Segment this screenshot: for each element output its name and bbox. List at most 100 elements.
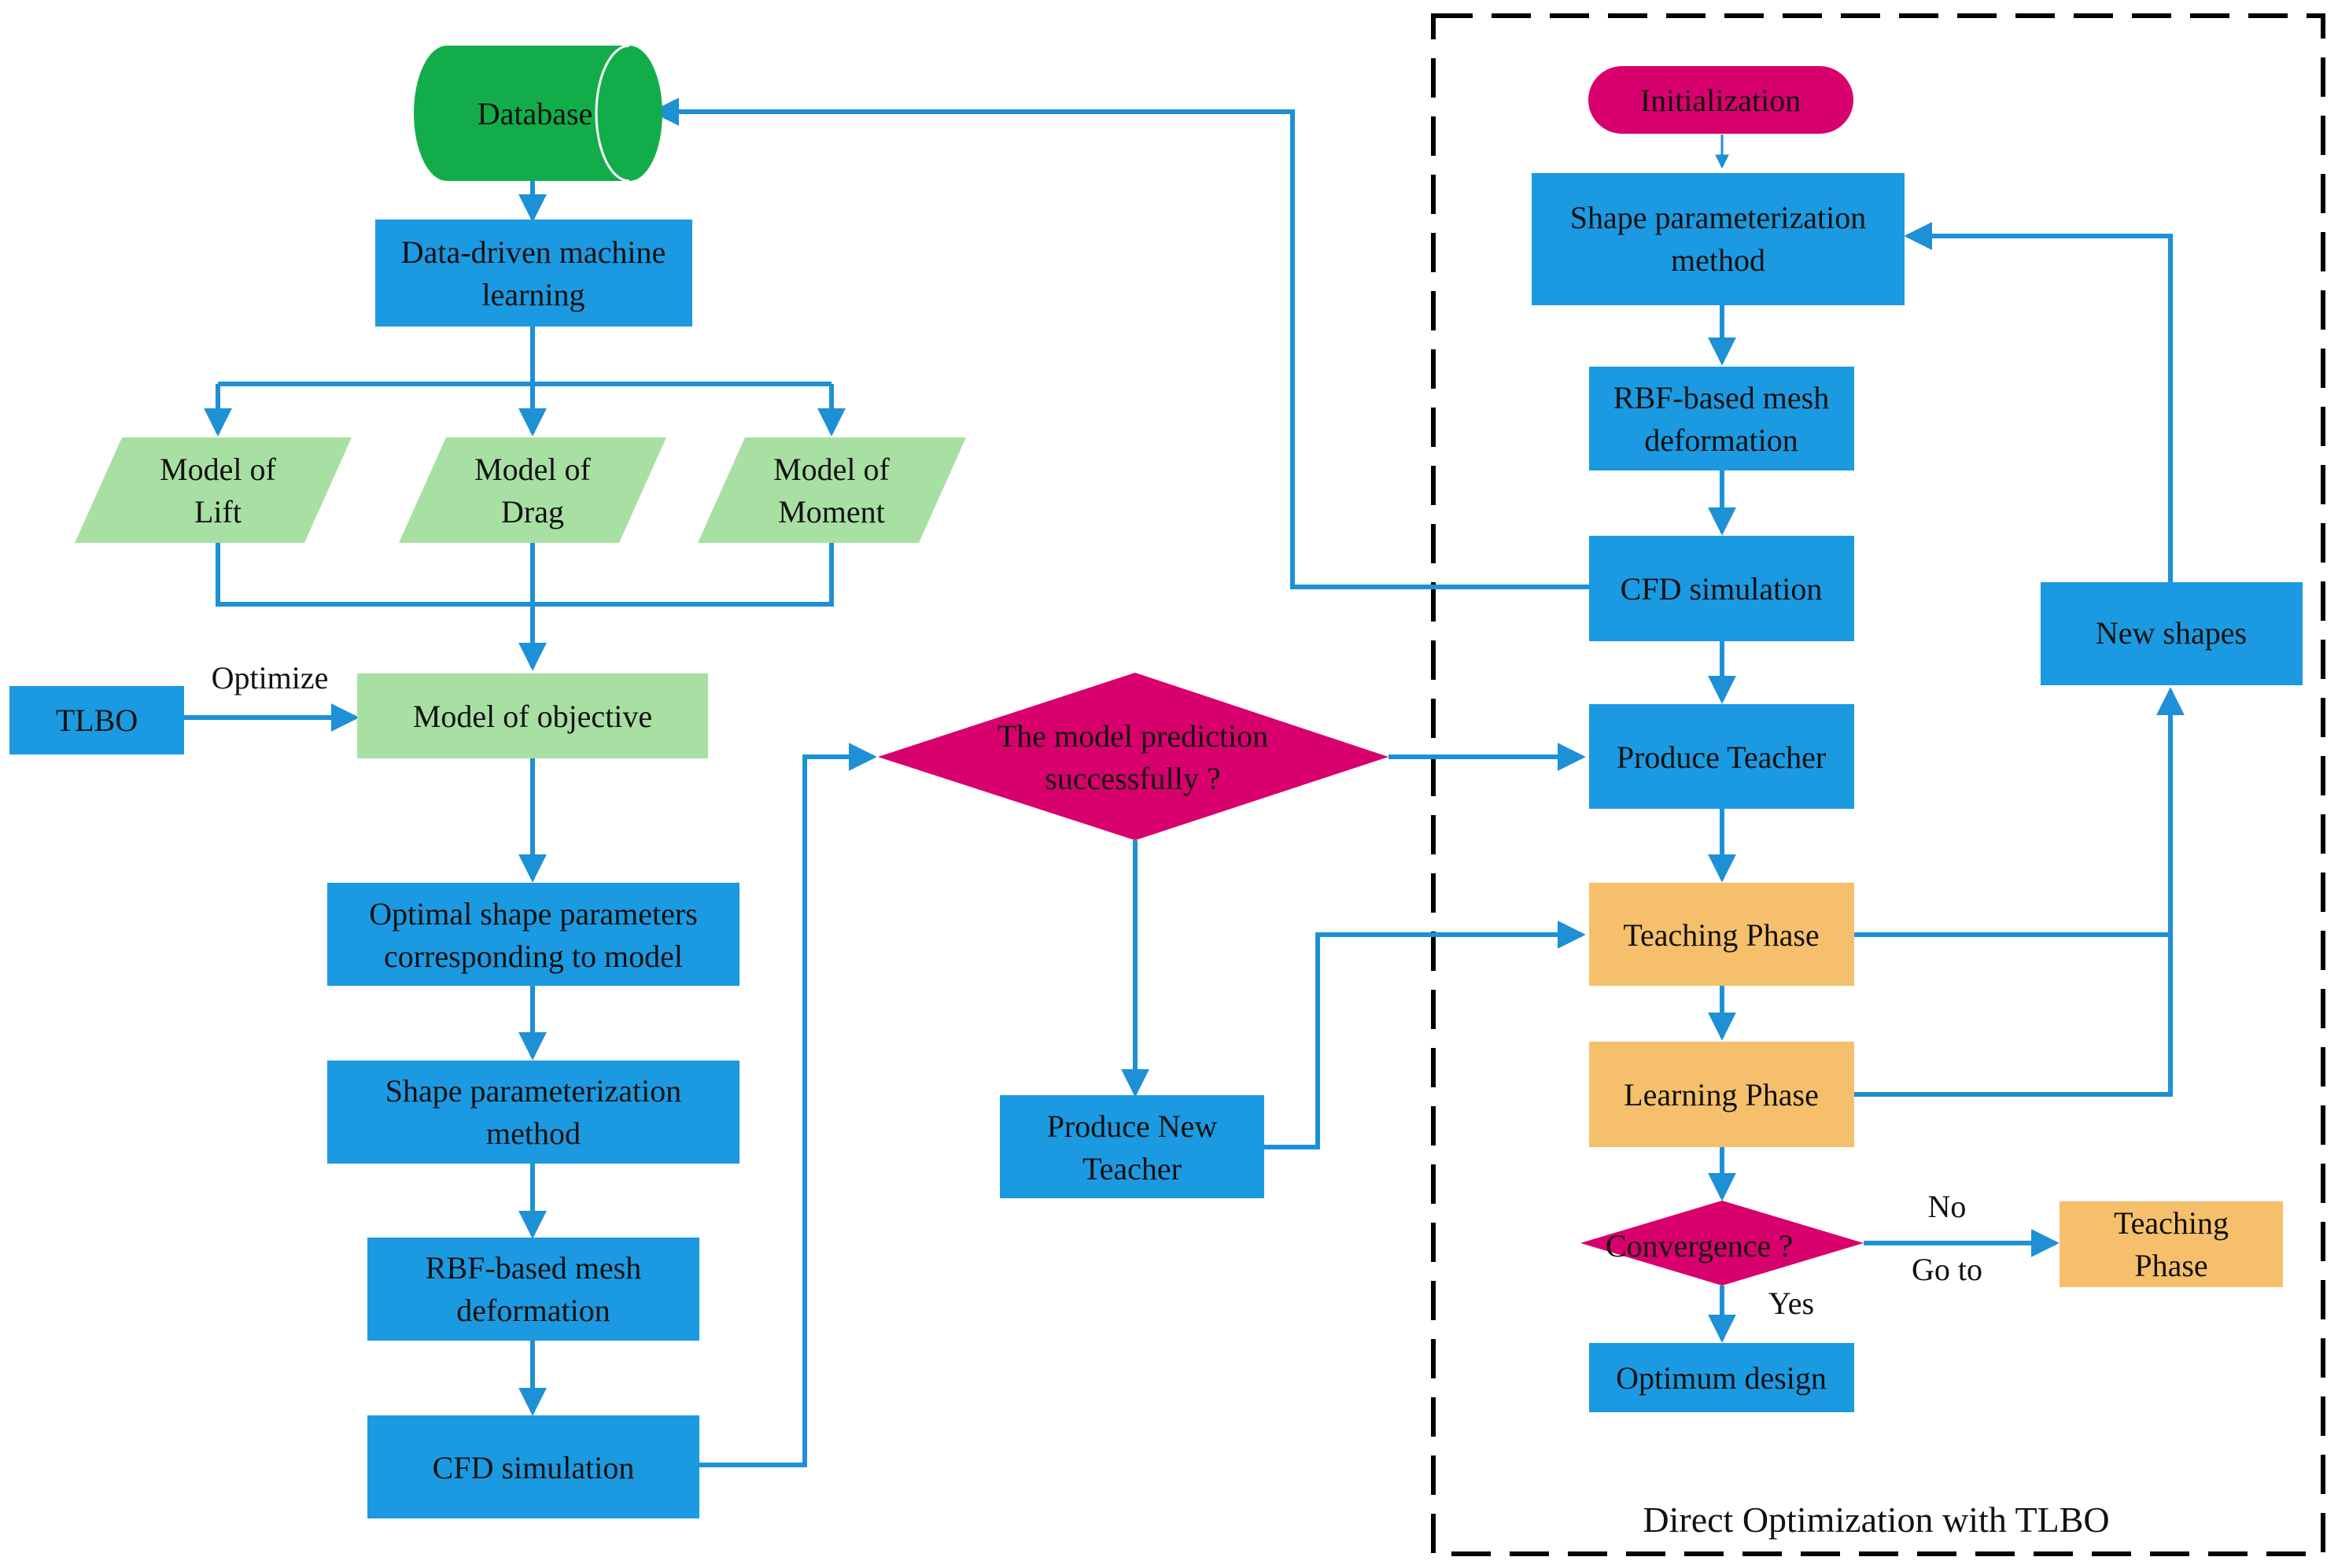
learning-label: Learning Phase: [1624, 1077, 1819, 1112]
teaching-label: Teaching Phase: [1623, 917, 1819, 953]
edges: [184, 98, 2173, 1467]
drag-node: Model of Drag: [399, 437, 666, 543]
shape-left-node: Shape parameterization method: [327, 1061, 739, 1164]
shape-left-label-line: Shape parameterization: [385, 1073, 681, 1109]
rbf-right-node: RBF-based mesh deformation: [1589, 367, 1854, 470]
yes-label: Yes: [1768, 1286, 1814, 1321]
objective-label: Model of objective: [413, 699, 652, 734]
convergence-label-line: Convergence ?: [1606, 1228, 1793, 1264]
rbf-right-label: RBF-based mesh deformation: [1613, 380, 1829, 458]
moment-label-line: Moment: [778, 494, 885, 529]
rbf-left-label: RBF-based mesh deformation: [426, 1250, 641, 1328]
objective-node: Model of objective: [357, 673, 708, 758]
optimal-label-line: Optimal shape parameters: [369, 896, 698, 932]
new-teacher-label-line: Produce New: [1047, 1109, 1218, 1144]
produce-teacher-label: Produce Teacher: [1617, 740, 1826, 775]
new-shapes-label-line: New shapes: [2096, 615, 2247, 651]
lift-label: Model of Lift: [160, 452, 276, 529]
convergence-label: Convergence ?: [1606, 1228, 1793, 1264]
direct-optimization-region: [1431, 13, 2325, 1556]
shape-left-label-line: method: [486, 1116, 581, 1151]
moment-node: Model of Moment: [698, 437, 966, 543]
edge-newshapes-shape: [1904, 222, 2173, 582]
rbf-right-label-line: deformation: [1644, 422, 1798, 458]
drag-label: Model of Drag: [474, 452, 591, 529]
init-node: Initialization: [1588, 66, 1853, 134]
optimum-label: Optimum design: [1616, 1360, 1827, 1396]
new-teacher-label-line: Teacher: [1082, 1151, 1182, 1186]
tlbo-label: TLBO: [56, 703, 138, 738]
teaching-label-line: Teaching Phase: [1623, 917, 1819, 953]
learning-node: Learning Phase: [1589, 1042, 1854, 1147]
produce-teacher-label-line: Produce Teacher: [1617, 740, 1826, 775]
optimal-node: Optimal shape parameters corresponding to…: [327, 883, 739, 986]
rbf-left-label-line: deformation: [456, 1293, 610, 1328]
edge-phases-newshapes: [1853, 691, 2170, 1097]
cfd-right-label: CFD simulation: [1621, 571, 1823, 607]
lift-node: Model of Lift: [75, 437, 352, 543]
init-label-line: Initialization: [1640, 83, 1801, 118]
prediction-label: The model prediction successfully ?: [998, 718, 1268, 796]
objective-label-line: Model of objective: [413, 699, 652, 734]
optimal-label-line: corresponding to model: [384, 939, 683, 974]
lift-label-line: Model of: [160, 452, 276, 487]
no-label: No: [1928, 1189, 1967, 1224]
rbf-right-label-line: RBF-based mesh: [1613, 380, 1829, 415]
teaching-goto-label-line: Phase: [2134, 1248, 2207, 1283]
convergence-node: Convergence ?: [1580, 1201, 1864, 1286]
database-rim: [595, 44, 630, 183]
ml-node: Data-driven machine learning: [375, 220, 692, 327]
rbf-left-node: RBF-based mesh deformation: [367, 1238, 699, 1341]
drag-label-line: Drag: [501, 494, 564, 529]
edge-cfdright-database: [651, 98, 1589, 589]
new-shapes-node: New shapes: [2041, 582, 2303, 685]
produce-teacher-node: Produce Teacher: [1589, 704, 1854, 809]
optimize-label: Optimize: [212, 660, 329, 695]
teaching-goto-label-line: Teaching: [2114, 1205, 2229, 1241]
prediction-label-line: successfully ?: [1045, 761, 1220, 796]
ml-label-line: Data-driven machine: [401, 234, 666, 270]
prediction-node: The model prediction successfully ?: [878, 673, 1388, 840]
ml-label: Data-driven machine learning: [401, 234, 666, 312]
new-shapes-label: New shapes: [2096, 615, 2247, 651]
shape-right-node: Shape parameterization method: [1532, 173, 1905, 305]
cfd-right-label-line: CFD simulation: [1621, 571, 1823, 607]
tlbo-node: TLBO: [9, 686, 184, 754]
prediction-label-line: The model prediction: [998, 718, 1268, 754]
goto-label: Go to: [1912, 1252, 1982, 1287]
cfd-left-node: CFD simulation: [367, 1415, 699, 1518]
optimum-node: Optimum design: [1589, 1343, 1854, 1412]
learning-label-line: Learning Phase: [1624, 1077, 1819, 1112]
shape-right-label-line: method: [1671, 242, 1765, 278]
optimum-label-line: Optimum design: [1616, 1360, 1827, 1396]
shape-right-label: Shape parameterization method: [1570, 200, 1866, 278]
cfd-right-node: CFD simulation: [1589, 536, 1854, 641]
edge-ml-models: [218, 327, 832, 386]
shape-left-label: Shape parameterization method: [385, 1073, 681, 1151]
ml-label-line: learning: [481, 277, 584, 312]
moment-label-line: Model of: [773, 452, 890, 487]
cfd-left-label-line: CFD simulation: [433, 1450, 635, 1485]
rbf-left-label-line: RBF-based mesh: [426, 1250, 641, 1286]
tlbo-label-line: TLBO: [56, 703, 138, 738]
optimal-label: Optimal shape parameters corresponding to…: [369, 896, 698, 974]
edge-newteacher-teaching: [1264, 921, 1586, 1149]
init-label: Initialization: [1640, 83, 1801, 118]
database-label: Database: [478, 96, 593, 131]
edge-cfd-prediction: [699, 743, 877, 1467]
database-label-line: Database: [478, 96, 593, 131]
shape-right-label-line: Shape parameterization: [1570, 200, 1866, 235]
nodes: Database Data-driven machine learning Mod…: [9, 44, 2303, 1518]
moment-label: Model of Moment: [773, 452, 890, 529]
database-node: Database: [414, 44, 662, 183]
drag-label-line: Model of: [474, 452, 591, 487]
cfd-left-label: CFD simulation: [433, 1450, 635, 1485]
edge-models-merge: [216, 541, 834, 607]
teaching-node: Teaching Phase: [1589, 883, 1854, 986]
lift-label-line: Lift: [194, 494, 242, 529]
